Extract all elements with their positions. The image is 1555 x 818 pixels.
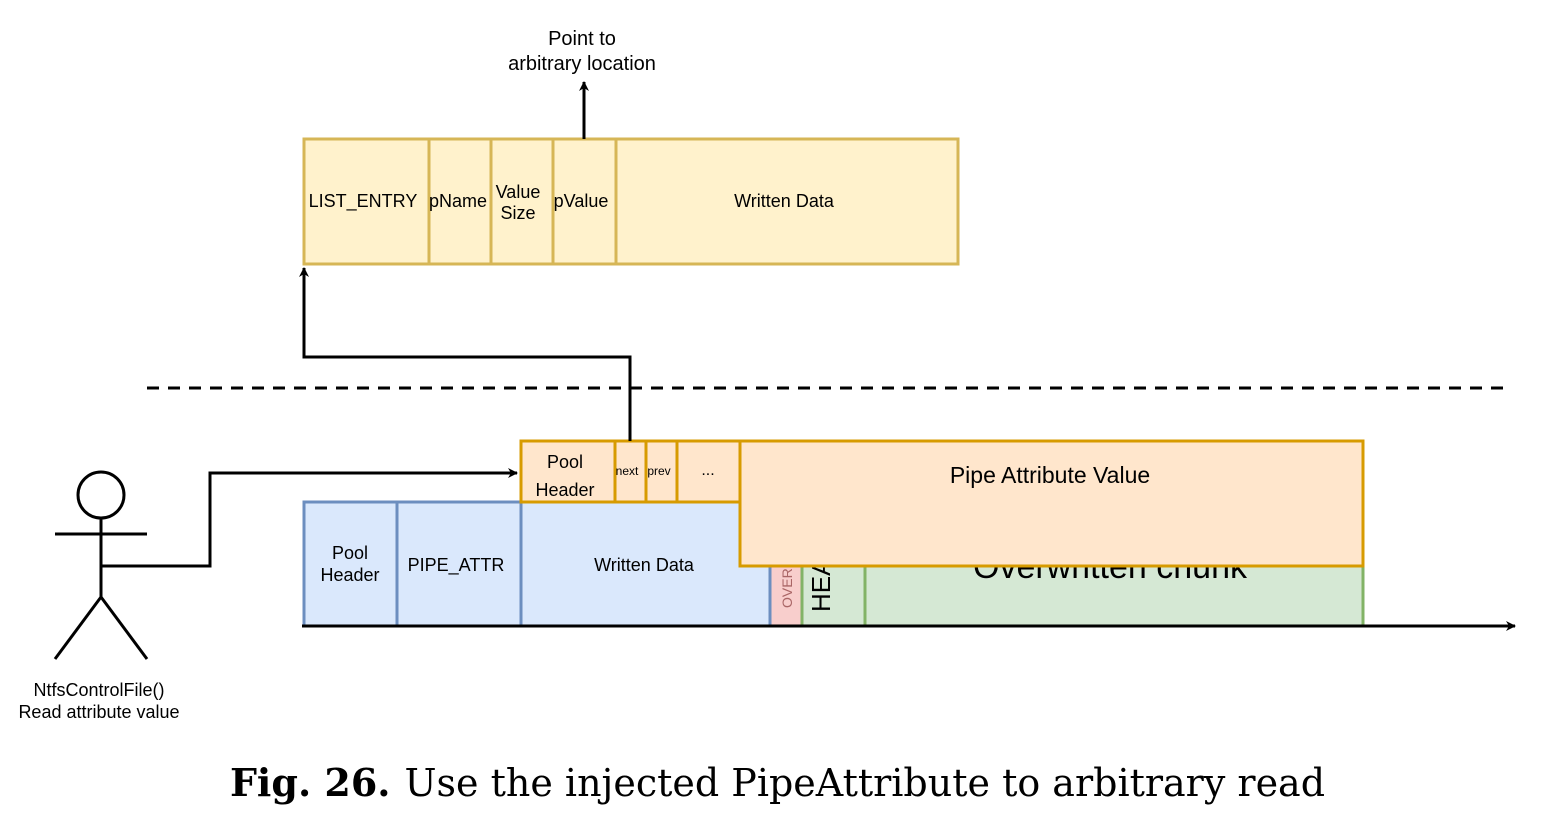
orig-written-data-label: Written Data xyxy=(594,555,695,575)
top-struct: LIST_ENTRY pName Value Size pValue Writt… xyxy=(302,137,960,266)
inj-pool-header-line1: Pool xyxy=(547,452,583,472)
inj-pool-header-line2: Header xyxy=(535,480,594,500)
list-entry-cell xyxy=(302,137,431,266)
pipe-attr-label: PIPE_ATTR xyxy=(408,555,505,576)
ellipsis-cell xyxy=(675,439,742,504)
ellipsis-label: ... xyxy=(701,462,714,479)
orig-pool-header-line2: Header xyxy=(320,565,379,585)
read-attribute-arrow xyxy=(101,468,518,568)
actor-right-leg xyxy=(99,596,149,660)
pipe-attr-cell xyxy=(395,500,523,628)
top-written-data-label: Written Data xyxy=(734,191,835,211)
figure-caption: Fig. 26. Use the injected PipeAttribute t… xyxy=(0,760,1555,805)
actor-left-leg xyxy=(53,596,103,660)
pipe-attribute-value-label: Pipe Attribute Value xyxy=(950,462,1150,488)
figure-caption-text: Use the injected PipeAttribute to arbitr… xyxy=(404,761,1326,805)
value-size-label-line2: Size xyxy=(500,203,535,223)
orig-pool-header-cell xyxy=(302,500,399,628)
top-label-line2: arbitrary location xyxy=(508,53,656,75)
actor-figure xyxy=(53,470,149,660)
list-entry-label: LIST_ENTRY xyxy=(309,191,418,212)
value-size-label-line1: Value xyxy=(496,182,541,202)
actor-label-line2: Read attribute value xyxy=(18,702,179,722)
figure-number: Fig. 26. xyxy=(229,760,391,805)
next-label: next xyxy=(616,464,639,478)
actor-head xyxy=(76,470,126,520)
pipe-attribute-value-cell xyxy=(738,439,1365,568)
prev-label: prev xyxy=(647,464,670,478)
top-written-data-cell xyxy=(614,137,960,266)
pname-cell xyxy=(427,137,493,266)
actor-label-line1: NtfsControlFile() xyxy=(33,680,164,700)
top-label-line1: Point to xyxy=(548,28,616,50)
value-size-cell xyxy=(489,137,555,266)
over-label: OVER xyxy=(779,568,795,608)
next-pointer-arrow xyxy=(299,267,632,441)
pname-label: pName xyxy=(429,191,487,211)
orig-pool-header-line1: Pool xyxy=(332,543,368,563)
injected-pipe-attribute: Pool Header next prev ... Pipe Attribute… xyxy=(519,439,1365,568)
original-pipe-attribute: Pool Header PIPE_ATTR Written Data xyxy=(302,500,772,628)
pvalue-label: pValue xyxy=(554,191,609,211)
